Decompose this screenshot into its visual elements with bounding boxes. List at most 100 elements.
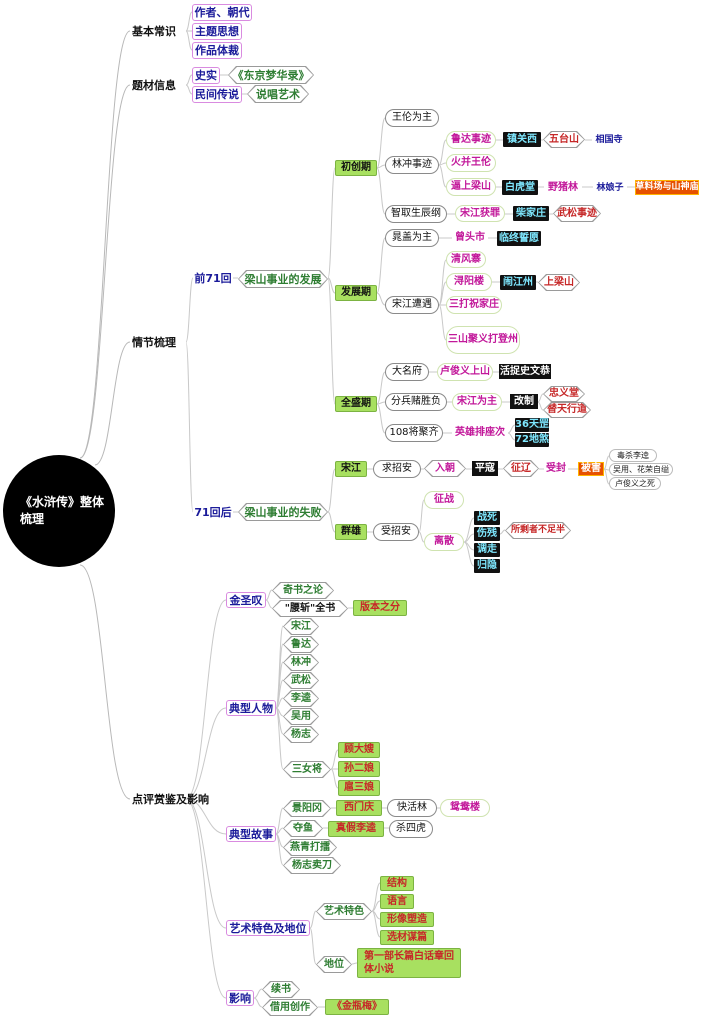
art-first: 第一部长篇白话章回体小说 [357,948,461,978]
art-item: 语言 [380,894,414,909]
linchong-huobing: 火并王伦 [446,154,496,172]
character-sannv: 三女将 [283,761,331,778]
fate-item: 卢俊义之死 [609,477,661,490]
review-stories: 典型故事 [226,826,276,842]
story-yanqing: 燕青打擂 [283,839,337,856]
connector [330,768,339,789]
character-item: 李逵 [283,690,319,707]
connector [438,139,447,166]
connector [309,927,317,965]
luda-wutai: 五台山 [543,131,585,148]
daming-huozhuo: 活捉史文恭 [499,364,551,379]
stage-founding: 初创期 [335,160,377,176]
branch-source: 题材信息 [132,78,176,92]
connector [418,499,425,533]
connector [185,798,227,999]
connector [309,910,317,929]
connector [253,988,263,999]
heroes-fate: 调走 [474,543,500,557]
songjiang-qingfeng: 清风寨 [446,251,486,268]
connector [376,403,386,434]
story-jingyang: 景阳冈 [283,800,331,817]
woman-item: 孙二娘 [338,761,380,777]
jin-yaozhan: "腰斩"全书 [272,600,348,617]
connector [537,401,544,411]
heroes-fate: 战死 [474,511,500,525]
songjiang-shangliangshan: 上梁山 [538,274,580,291]
fenbing-zhongyi: 忠义堂 [543,386,585,402]
character-item: 武松 [283,672,319,689]
connector [537,393,544,403]
plot-first71: 前71回 [194,271,232,285]
connector [418,531,425,543]
founding-zhiqu: 智取生辰纲 [385,205,447,223]
branch-plot: 情节梳理 [132,335,176,349]
connector [185,798,227,929]
basics-item: 作品体裁 [192,42,242,59]
daming-lujunyi: 卢俊义上山 [437,363,493,381]
peak-daming: 大名府 [385,363,429,381]
connector [327,468,336,513]
connector [603,468,610,485]
plot-after71-theme: 梁山事业的失败 [238,503,328,521]
connector [79,564,131,800]
connector [327,167,336,279]
develop-chaogai: 晁盖为主 [385,229,439,247]
connector [185,341,194,513]
jin-banben: 版本之分 [353,600,407,616]
heroes-remain: 所剩者不足半 [505,522,571,539]
zhiqu-wusong: 武松事迹 [553,205,601,222]
fate-item: 毒杀李逵 [609,449,657,462]
connector [438,304,447,341]
connector [275,707,284,770]
after-heroes: 群雄 [335,524,367,540]
plot-first71-theme: 梁山事业的发展 [238,270,328,288]
story-kuaihuo: 快活林 [387,799,437,817]
connector [185,84,193,95]
connector [351,962,358,965]
basics-item: 主题思想 [192,23,242,40]
connector [463,541,475,567]
branch-review: 点评赏鉴及影响 [132,792,209,806]
connector [253,997,263,1008]
songjiang-xunyang: 浔阳楼 [446,273,492,291]
connector [94,341,131,466]
connector [438,164,447,188]
art-item: 选材谋篇 [380,930,434,945]
story-yangzhi: 杨志卖刀 [283,857,341,874]
rank-tiangang: 36天罡 [515,418,549,432]
connector [376,371,386,405]
branch-basics: 基本常识 [132,24,176,38]
connector [327,277,336,405]
songjiang-naojiangzhou: 闹江州 [500,275,536,290]
story-yuanyang: 鸳鸯楼 [440,799,490,817]
art-item: 结构 [380,876,414,891]
linchong-bishang: 逼上梁山 [446,178,496,196]
fenbing-gaizhi: 改制 [510,394,538,409]
jin-qishu: 奇书之论 [272,582,334,599]
story-shasi: 杀四虎 [389,820,433,838]
after-zhengliao: 征辽 [503,460,539,477]
basics-item: 作者、朝代 [192,4,252,21]
bishang-baihutang: 白虎堂 [502,180,538,195]
fenbing-songjiang: 宋江为主 [452,393,502,411]
connector [265,599,273,609]
art-diwei: 地位 [316,956,352,973]
root-label: 《水浒传》整体梳理 [20,494,105,526]
heroes-fate: 归隐 [474,559,500,573]
influence-jieyong: 借用创作 [262,999,318,1016]
heroes-fate: 伤残 [474,527,500,541]
connector [185,599,227,800]
luda-zhenguanxi: 镇关西 [503,132,541,147]
connector [275,833,284,866]
review-art: 艺术特色及地位 [226,920,310,936]
connector [327,511,336,533]
fenbing-titian: 替天行道 [543,402,591,418]
character-item: 鲁达 [283,636,319,653]
source-history: 史实 [192,67,220,84]
character-item: 林冲 [283,654,319,671]
story-duoyu: 夺鱼 [283,820,323,837]
connector [499,529,506,535]
